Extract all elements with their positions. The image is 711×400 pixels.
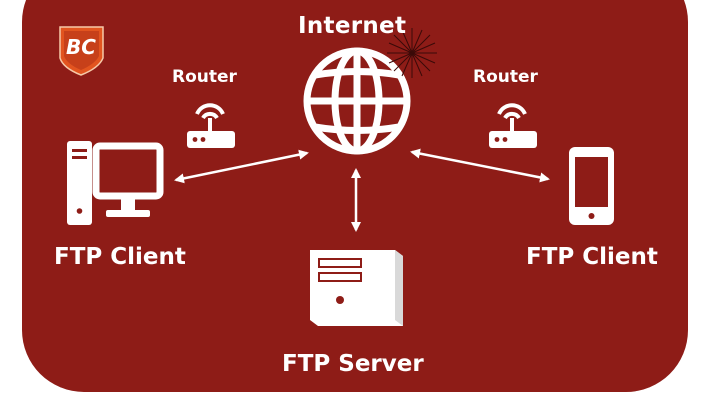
svg-text:BC: BC xyxy=(66,35,96,59)
connection-arrows xyxy=(174,148,550,232)
router-right-label: Router xyxy=(473,67,538,87)
ftp-client-left-label: FTP Client xyxy=(54,244,186,270)
desktop-computer-icon xyxy=(67,141,164,225)
ftp-server-label: FTP Server xyxy=(282,351,424,377)
arrow-internet-to-client-right xyxy=(410,148,550,183)
router-right-icon xyxy=(489,103,537,148)
smartphone-icon xyxy=(569,147,614,225)
router-left-icon xyxy=(187,103,235,148)
globe-icon xyxy=(303,47,411,155)
sparkle-decoration xyxy=(387,28,437,78)
internet-label: Internet xyxy=(298,13,407,39)
arrow-client-left-to-internet xyxy=(174,149,309,184)
server-tower-icon xyxy=(310,250,403,326)
bc-logo: BC xyxy=(59,26,104,76)
ftp-client-right-label: FTP Client xyxy=(526,244,658,270)
router-left-label: Router xyxy=(172,67,237,87)
